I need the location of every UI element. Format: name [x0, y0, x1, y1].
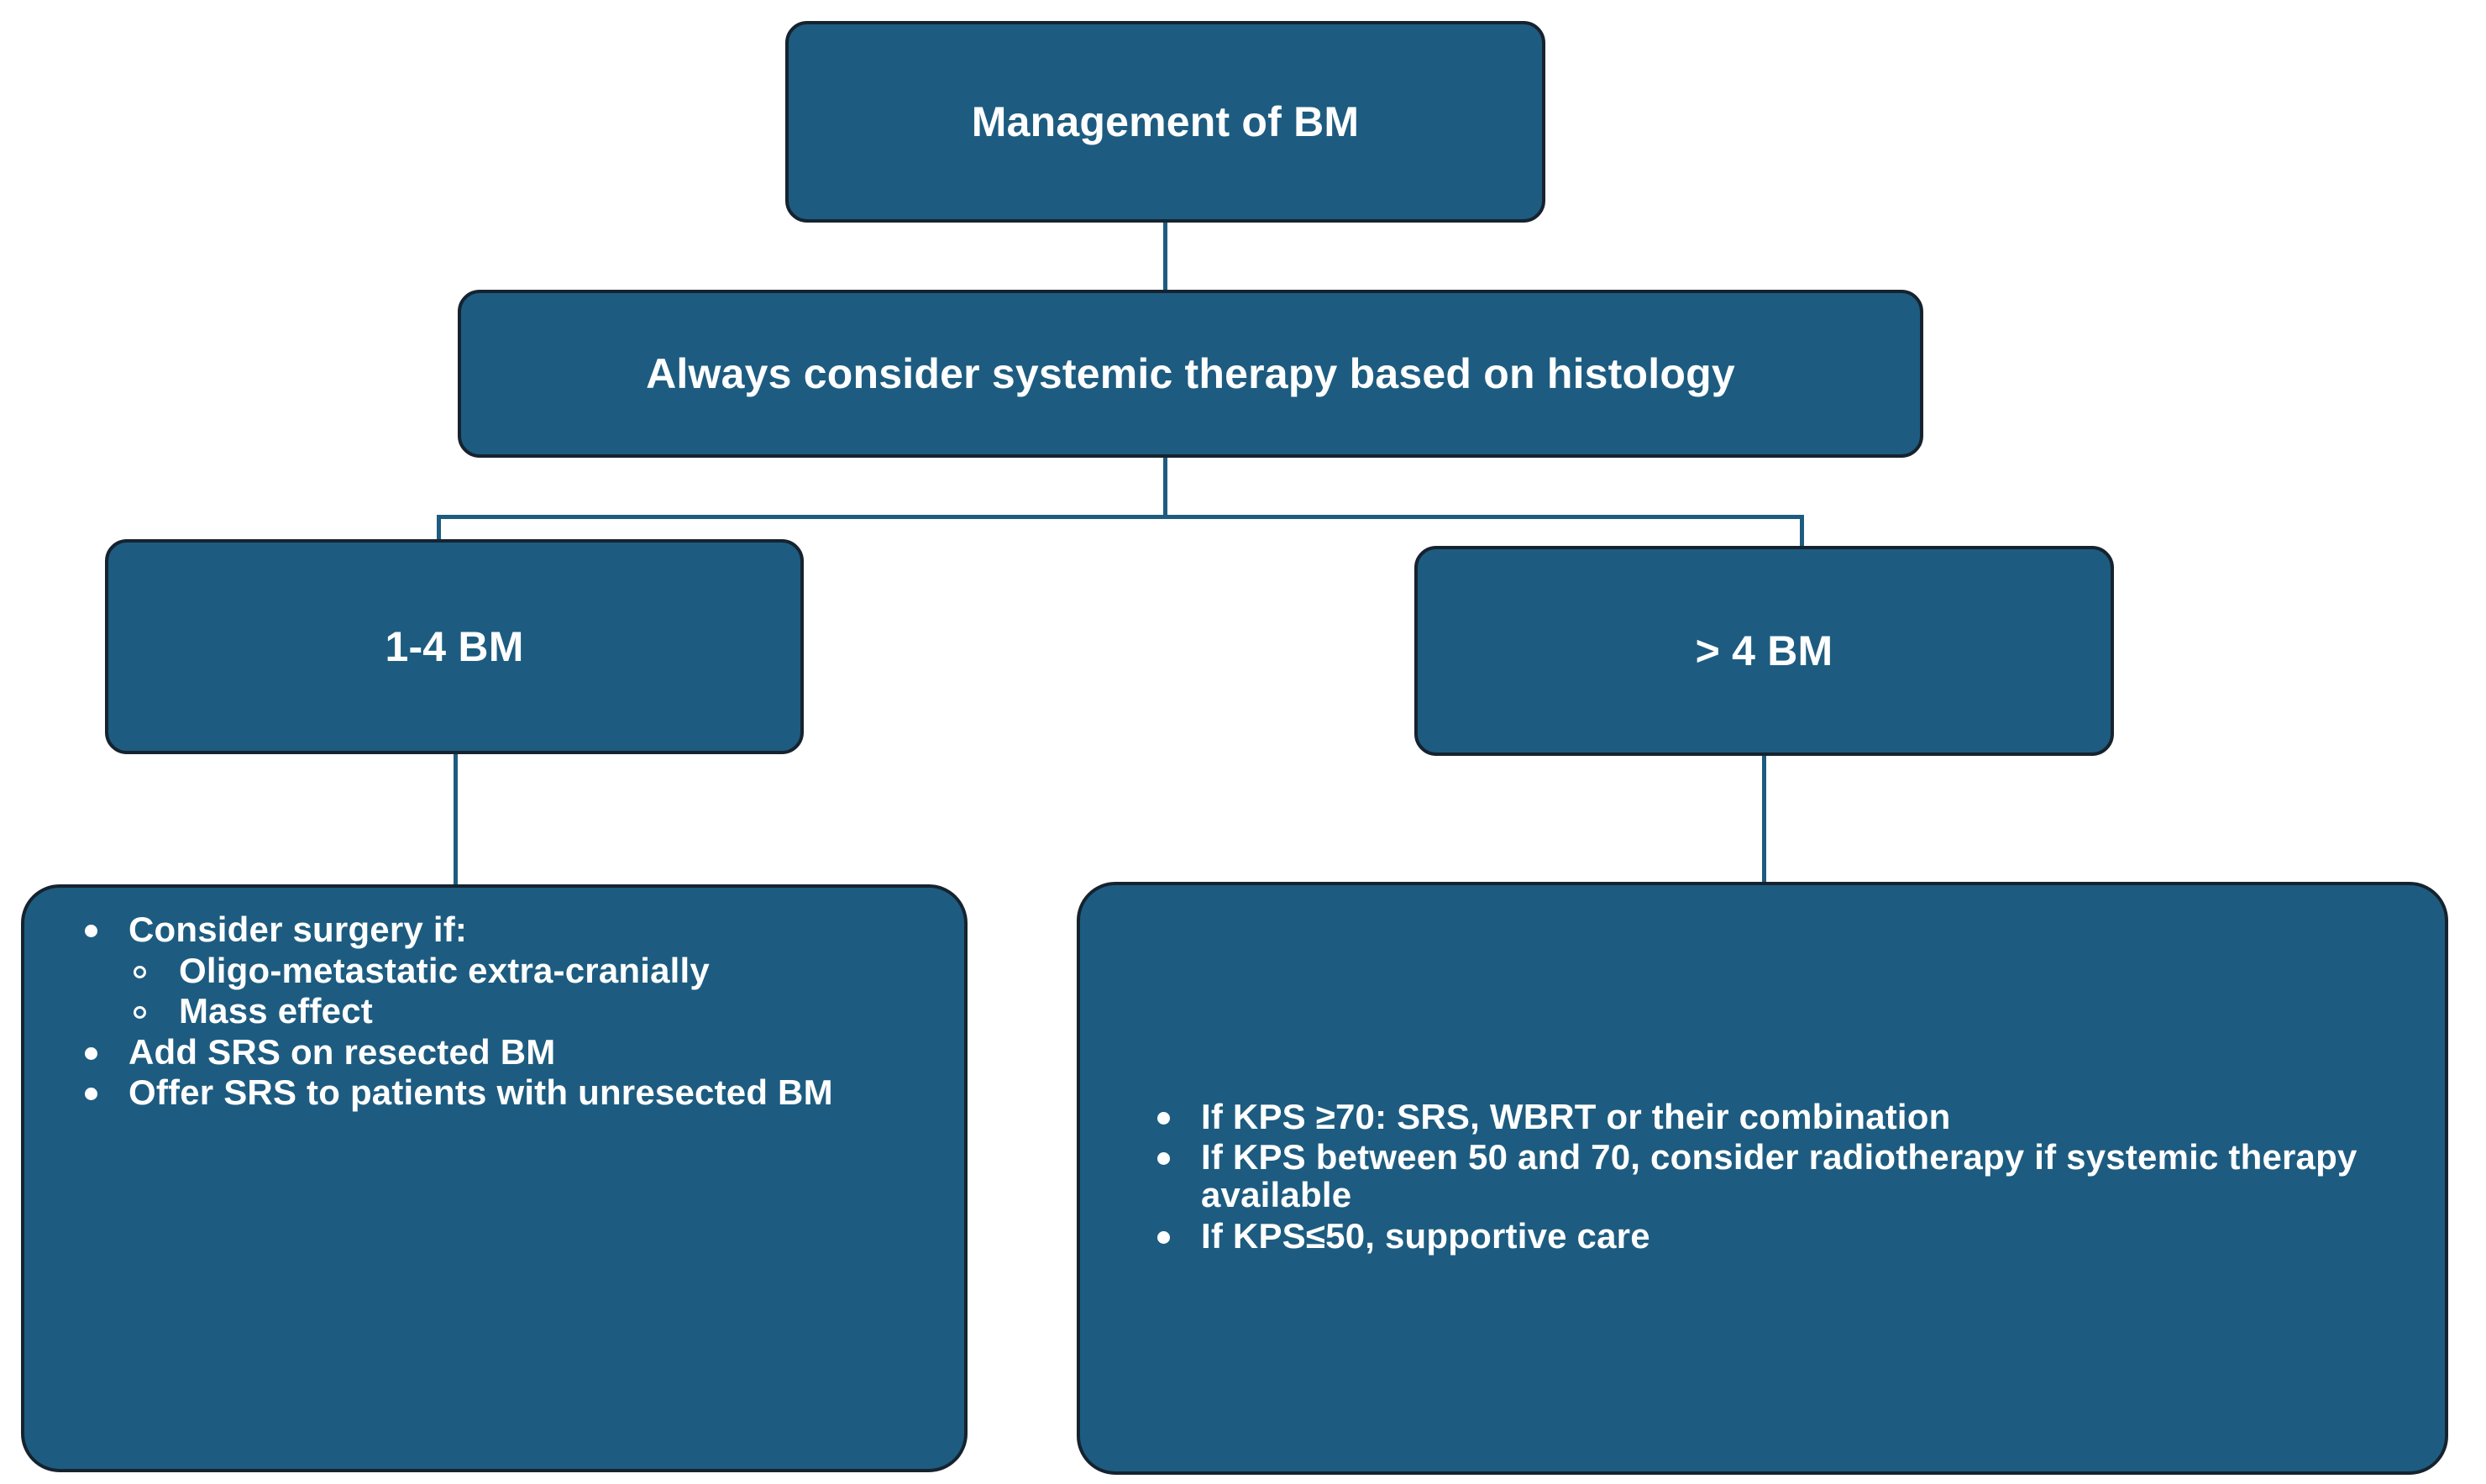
- hollow-circle-bullet-icon: [134, 1006, 146, 1020]
- right-bullet-0: If KPS ≥70: SRS, WBRT or their combinati…: [1146, 1096, 2428, 1136]
- left-bullet-list: Consider surgery if:Oligo-metastatic ext…: [73, 910, 947, 1113]
- node-right-treatment-details[interactable]: If KPS ≥70: SRS, WBRT or their combinati…: [1077, 882, 2448, 1475]
- right-bullet-0-text: If KPS ≥70: SRS, WBRT or their combinati…: [1201, 1096, 1951, 1136]
- round-bullet-icon: [85, 1046, 97, 1060]
- right-bullet-2: If KPS≤50, supportive care: [1146, 1215, 2428, 1256]
- left-bullet-0: Consider surgery if:: [73, 910, 947, 949]
- node-greater-than-4-bm-label: > 4 BM: [1695, 627, 1833, 674]
- connector-root-to-systemic: [1163, 221, 1167, 291]
- round-bullet-icon: [1157, 1230, 1170, 1244]
- right-bullet-1: If KPS between 50 and 70, consider radio…: [1146, 1139, 2428, 1214]
- right-detail-body: If KPS ≥70: SRS, WBRT or their combinati…: [1080, 1096, 2445, 1258]
- round-bullet-icon: [1157, 1111, 1170, 1125]
- connector-branch-right-drop: [1800, 515, 1804, 552]
- round-bullet-icon: [85, 925, 97, 937]
- left-bullet-1-text: Add SRS on resected BM: [128, 1031, 556, 1072]
- left-bullet-0-text: Consider surgery if:: [128, 910, 468, 949]
- connector-systemic-stem: [1163, 456, 1167, 518]
- node-greater-than-4-bm[interactable]: > 4 BM: [1414, 546, 2114, 756]
- left-sub0-bullet-1: Mass effect: [73, 991, 947, 1031]
- node-1-to-4-bm-label: 1-4 BM: [385, 623, 524, 670]
- right-bullet-1-text: If KPS between 50 and 70, consider radio…: [1201, 1137, 2358, 1214]
- right-bullet-list: If KPS ≥70: SRS, WBRT or their combinati…: [1146, 1096, 2428, 1256]
- connector-branch-horizontal-bar: [437, 515, 1804, 519]
- left-detail-body: Consider surgery if:Oligo-metastatic ext…: [24, 888, 964, 1115]
- hollow-circle-bullet-icon: [134, 965, 146, 978]
- node-management-of-bm[interactable]: Management of BM: [785, 21, 1545, 223]
- node-left-treatment-details[interactable]: Consider surgery if:Oligo-metastatic ext…: [21, 884, 968, 1472]
- node-root-label: Management of BM: [971, 98, 1360, 145]
- node-1-to-4-bm[interactable]: 1-4 BM: [105, 539, 804, 754]
- left-bullet-2-text: Offer SRS to patients with unresected BM: [128, 1072, 833, 1113]
- node-systemic-label: Always consider systemic therapy based o…: [646, 350, 1735, 397]
- right-bullet-2-text: If KPS≤50, supportive care: [1201, 1215, 1650, 1256]
- round-bullet-icon: [1157, 1152, 1170, 1166]
- left-sub0-bullet-0-text: Oligo-metastatic extra-cranially: [179, 950, 710, 990]
- left-bullet-1: Add SRS on resected BM: [73, 1031, 947, 1072]
- node-systemic-therapy[interactable]: Always consider systemic therapy based o…: [458, 290, 1923, 458]
- connector-left-branch-to-detail: [454, 752, 458, 887]
- round-bullet-icon: [85, 1088, 97, 1101]
- connector-branch-left-drop: [437, 515, 441, 547]
- connector-right-branch-to-detail: [1762, 754, 1766, 884]
- left-sub0-bullet-0: Oligo-metastatic extra-cranially: [73, 952, 947, 990]
- left-bullet-2: Offer SRS to patients with unresected BM: [73, 1072, 947, 1113]
- left-sub0-bullet-1-text: Mass effect: [179, 991, 373, 1031]
